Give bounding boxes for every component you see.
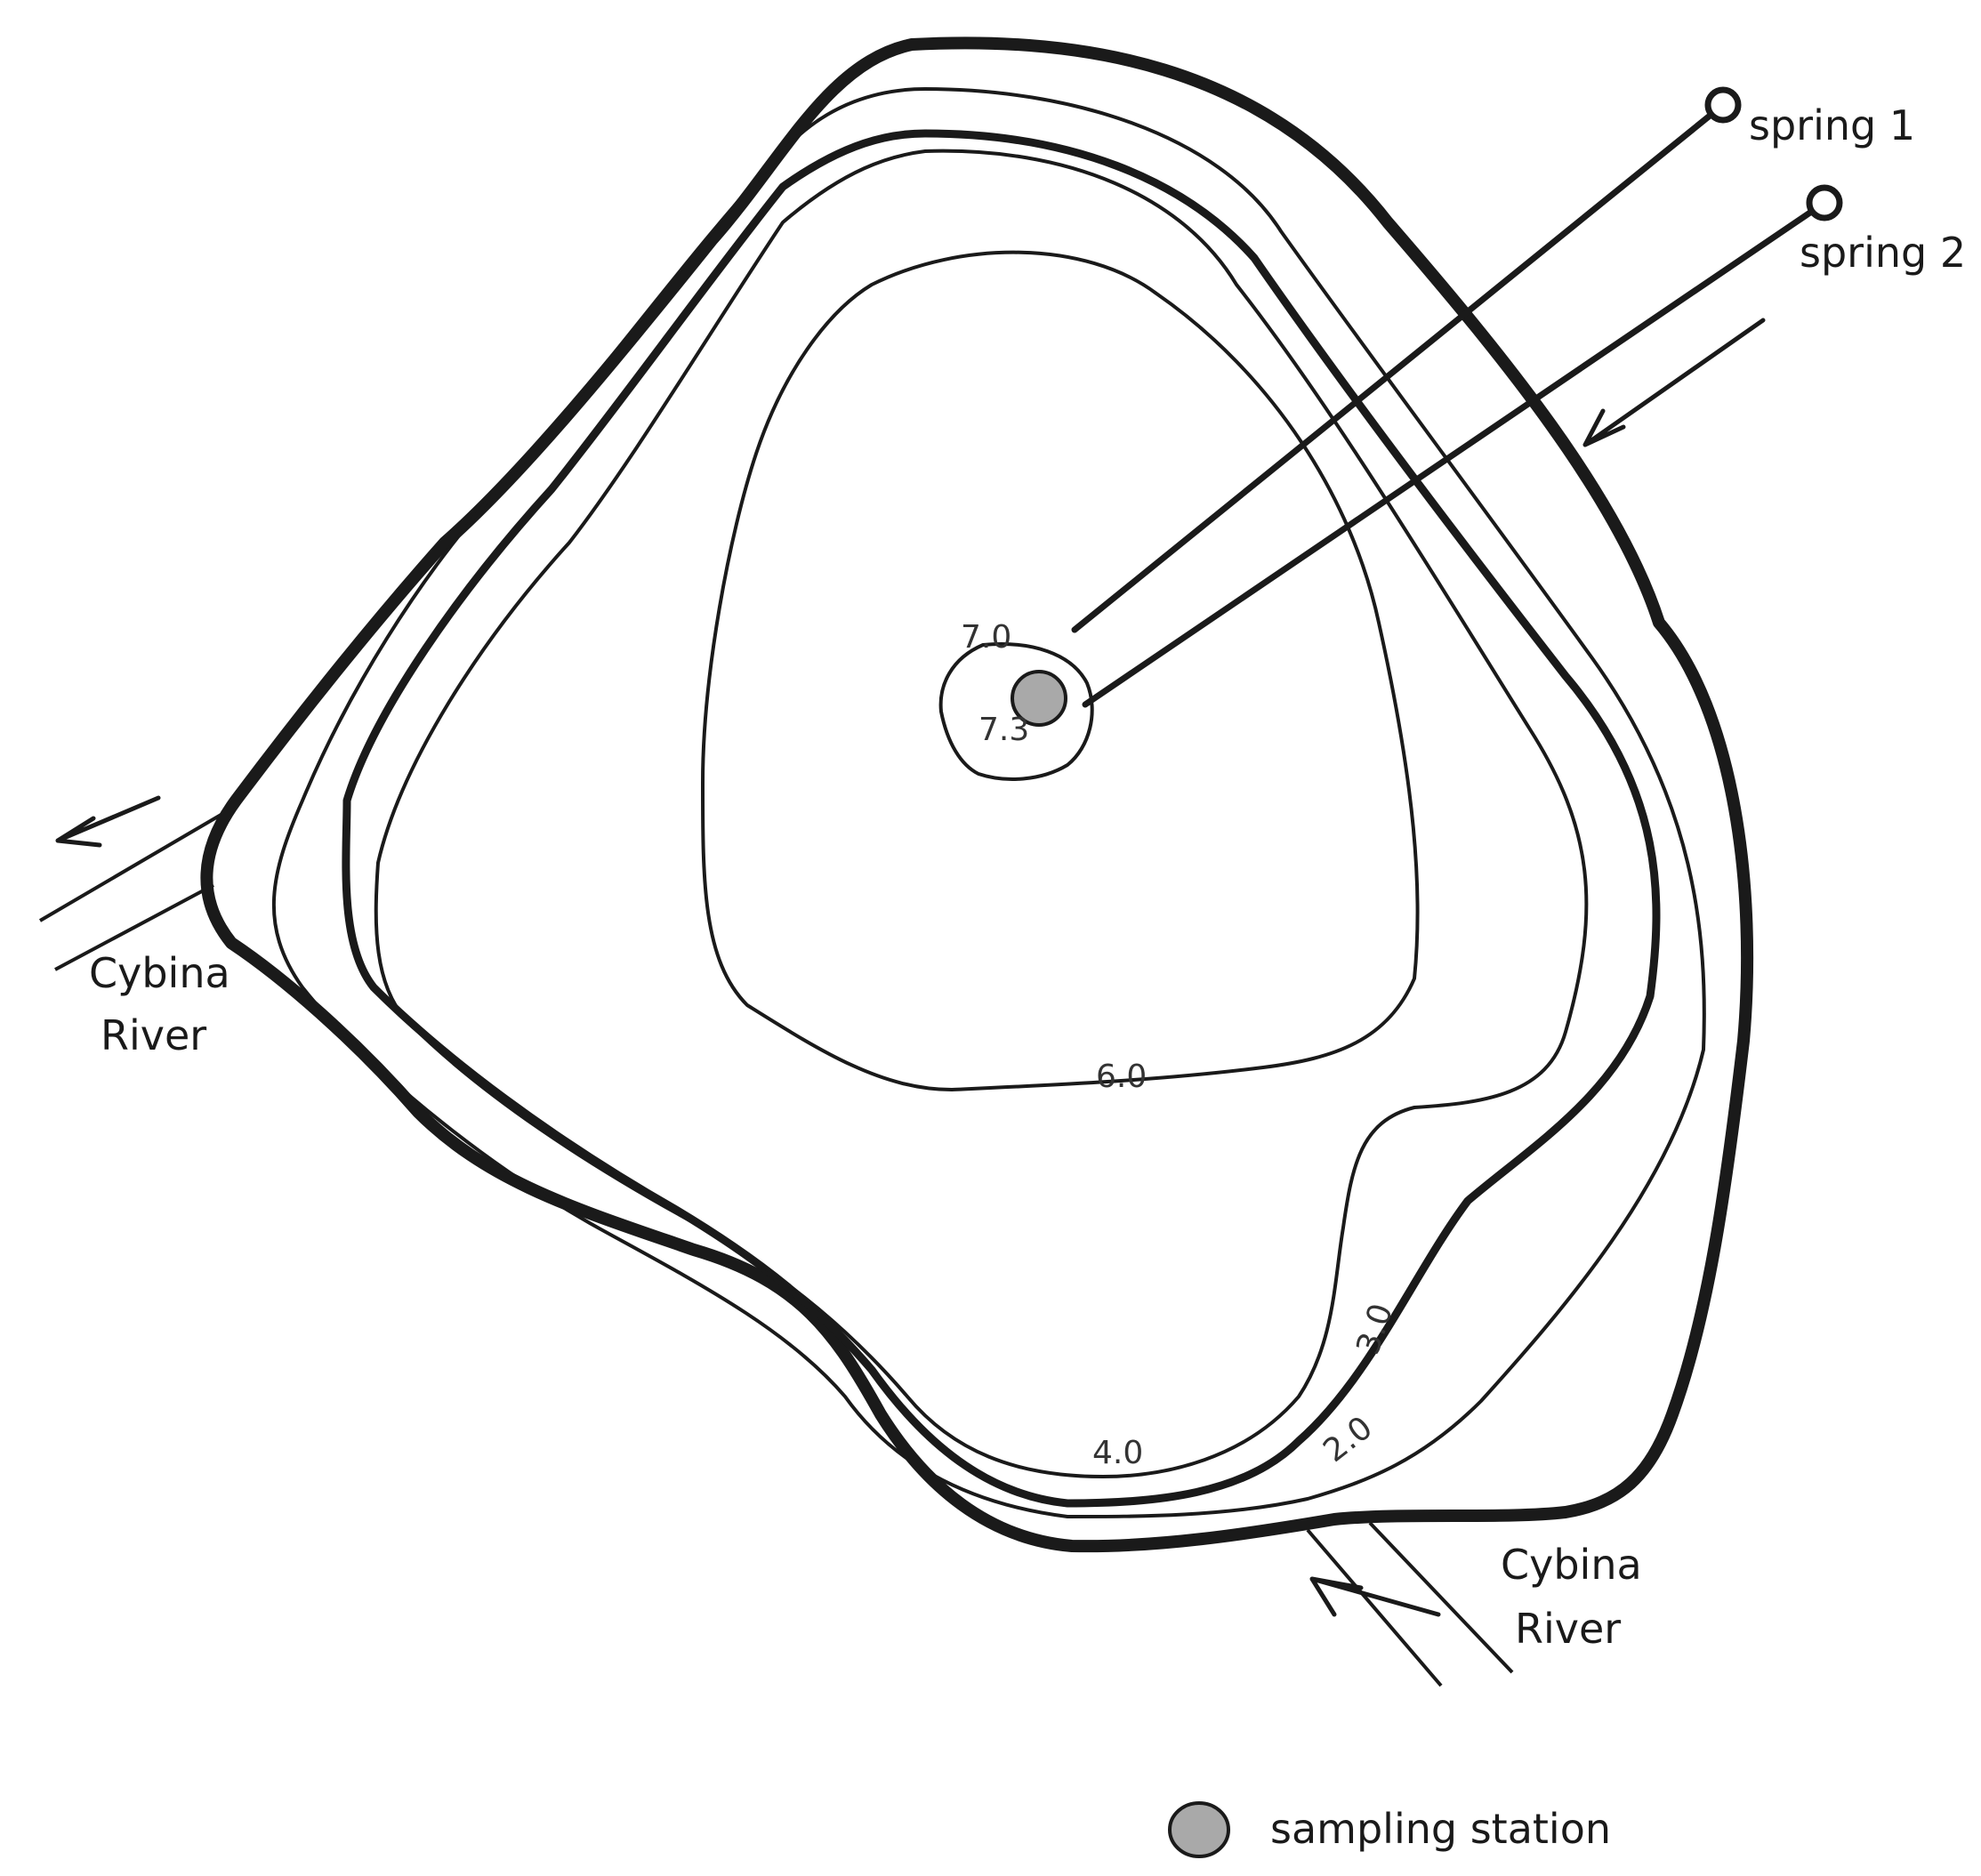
legend: sampling station: [1168, 1801, 1611, 1858]
spring-2: spring 2: [1082, 184, 1966, 708]
spring-2-conduit: [1082, 199, 1828, 708]
spring-1-label: spring 1: [1749, 101, 1915, 149]
spring-1: spring 1: [1071, 86, 1915, 633]
isobath-6-0: [701, 250, 1420, 1091]
spring-2-icon: [1806, 184, 1843, 221]
river-inflow-bank-right: [1368, 1521, 1514, 1674]
river-inflow-bank-left: [1306, 1528, 1443, 1687]
spring-1-icon: [1704, 86, 1742, 124]
isobath-4-0: [374, 149, 1589, 1478]
river-inflow-label-line2: River: [1515, 1605, 1621, 1653]
spring-1-conduit: [1071, 101, 1727, 633]
sampling-station-marker: [1011, 670, 1067, 727]
river-outflow-label-line1: Cybina: [89, 949, 230, 997]
river-inflow: [1306, 1521, 1514, 1687]
spring-2-label: spring 2: [1800, 229, 1966, 277]
river-outflow-bank-upper: [38, 812, 224, 922]
legend-sampling-station-icon: [1168, 1801, 1230, 1858]
river-outflow: [38, 795, 224, 971]
spring-inflow-arrow-icon: [1582, 318, 1766, 447]
inflow-arrow-icon: [1309, 1576, 1441, 1617]
isobath-label-6-0: 6.0: [1096, 1059, 1147, 1095]
river-inflow-label-line1: Cybina: [1501, 1541, 1642, 1589]
isobath-label-7-3: 7.3: [978, 712, 1029, 748]
river-outflow-label-line2: River: [101, 1011, 206, 1059]
isobath-label-4-0: 4.0: [1092, 1435, 1143, 1471]
river-outflow-bank-lower: [54, 883, 214, 971]
isobath-2-0: [271, 87, 1706, 1518]
legend-sampling-station-label: sampling station: [1270, 1805, 1611, 1853]
isobath-label-3-0: 3.0: [1350, 1300, 1401, 1359]
isobath-label-7-0: 7.0: [961, 619, 1011, 656]
isobath-7-0: [938, 642, 1094, 781]
lake-shoreline: [200, 36, 1754, 1553]
isobath-3-0: [342, 129, 1661, 1508]
outflow-arrow-icon: [55, 795, 161, 848]
